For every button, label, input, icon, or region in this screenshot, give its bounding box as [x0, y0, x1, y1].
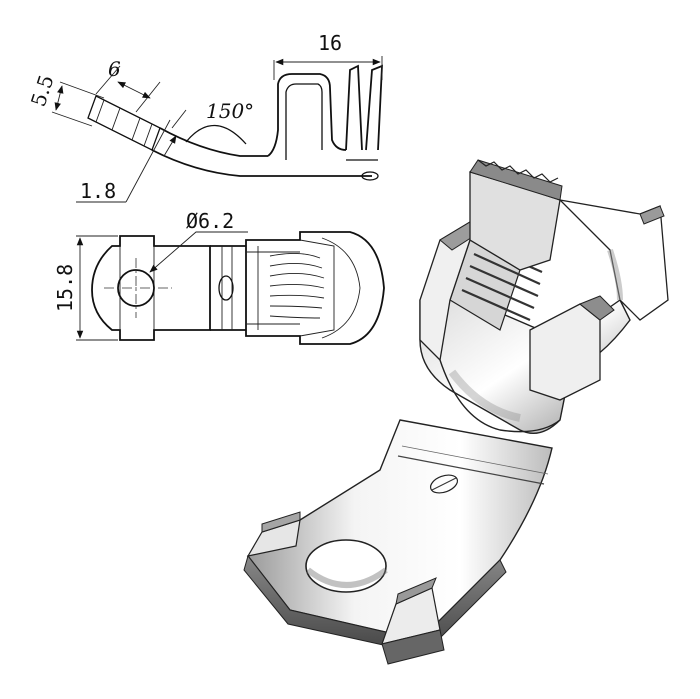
dim-angle: 150° [206, 99, 254, 123]
isometric-render [243, 159, 669, 665]
side-view: 16 5.5 6 150° 1.8 [26, 31, 383, 203]
dim-tab-width: 6 [108, 57, 121, 81]
dim-overall-length: 16 [318, 31, 342, 55]
dim-hole-diameter: Ø6.2 [186, 209, 234, 233]
serrations [269, 253, 325, 319]
dim-sheet-thickness: 1.8 [80, 179, 116, 203]
dim-overall-width: 15.8 [53, 264, 77, 312]
dim-thickness: 5.5 [26, 72, 59, 110]
top-view: Ø6.2 15.8 [53, 209, 385, 345]
